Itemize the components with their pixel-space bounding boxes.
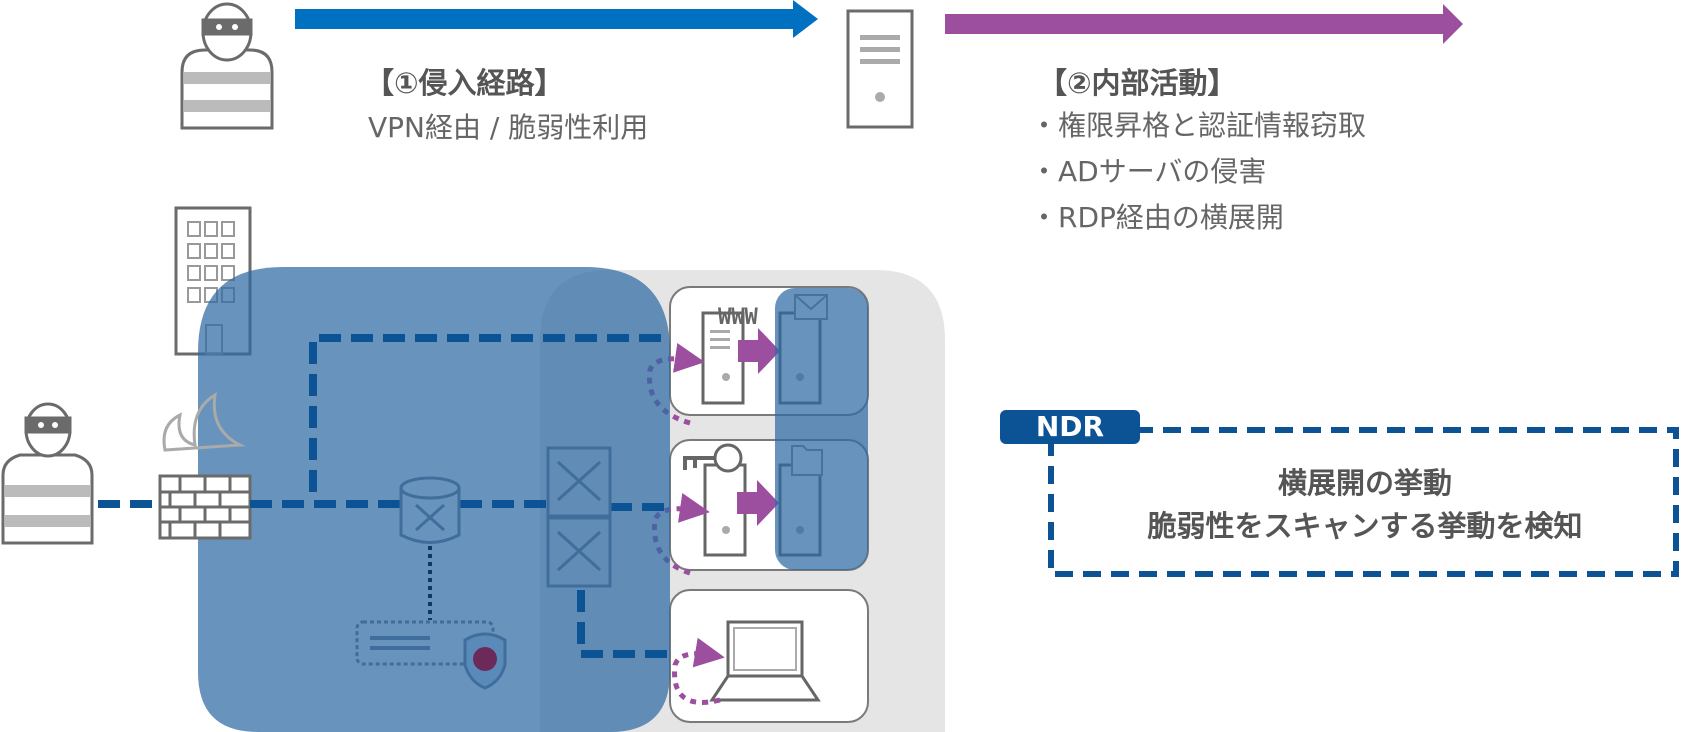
attacker-icon	[180, 2, 274, 130]
stage1-title: 【①侵入経路】	[365, 66, 564, 100]
ndr-appliance-icon	[355, 620, 507, 690]
ndr-label: NDR	[1000, 410, 1140, 444]
ndr-text-line: 脆弱性をスキャンする挙動を検知	[1147, 509, 1583, 543]
router-icon	[399, 476, 461, 544]
switch-icon	[546, 446, 612, 588]
firewall-icon	[158, 392, 252, 540]
stage2-item: ・権限昇格と認証情報窃取	[1030, 109, 1367, 142]
server-icon	[846, 9, 914, 129]
www-label: WWW	[718, 305, 758, 330]
internal-activity-arrow	[945, 4, 1463, 44]
external-attacker-icon	[1, 402, 94, 545]
stage2-title: 【②内部活動】	[1038, 66, 1237, 100]
intrusion-arrow	[295, 0, 818, 38]
stage2-item: ・ADサーバの侵害	[1030, 155, 1267, 188]
ndr-detection-box	[1048, 427, 1679, 577]
ndr-text-line: 横展開の挙動	[1277, 466, 1452, 500]
stage1-detail: VPN経由 / 脆弱性利用	[368, 111, 649, 144]
stage2-item: ・RDP経由の横展開	[1030, 201, 1284, 234]
network-links	[98, 334, 670, 658]
lateral-movement-arrows	[737, 328, 780, 526]
laptop-icon	[709, 620, 821, 702]
internal-server-zone	[775, 288, 868, 570]
